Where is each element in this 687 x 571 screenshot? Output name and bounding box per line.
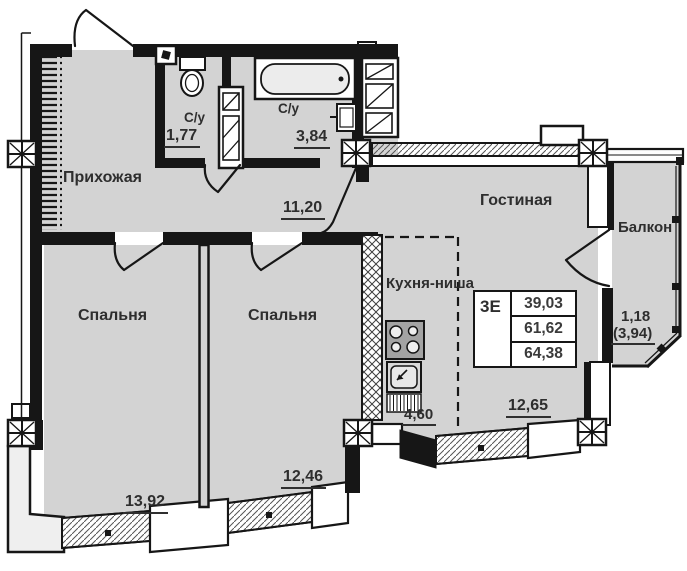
room-label-balcony: Балкон	[618, 219, 673, 236]
room-area-bedroom-1: 13,92	[123, 494, 169, 514]
living-top-wall	[357, 41, 585, 167]
vent-shaft-wc	[217, 85, 245, 170]
wardrobe	[42, 50, 62, 230]
room-label-hallway: Прихожая	[63, 169, 142, 186]
room-label-bedroom-2: Спальня	[248, 307, 318, 324]
living-side-window	[589, 361, 611, 426]
balcony-partition-window	[587, 162, 609, 228]
pilaster	[310, 480, 350, 530]
exterior-face-line	[20, 32, 31, 446]
bathtub-icon	[253, 56, 357, 101]
entry-door	[73, 8, 135, 48]
room-area-hallway: 11,20	[281, 200, 326, 220]
room-label-bedroom-1: Спальня	[78, 307, 148, 324]
pilaster-bump	[539, 124, 585, 147]
room-area-living: 12,65	[506, 398, 552, 418]
room-area-kitchen: 4,60	[402, 407, 437, 426]
stove-icon	[385, 320, 425, 360]
pilaster	[370, 422, 404, 446]
bathroom-door	[319, 166, 358, 235]
washbasin-icon	[330, 103, 357, 132]
room-area-bedroom-2: 12,46	[281, 469, 327, 489]
door-swings	[73, 8, 611, 288]
kitchen-niche-boundary	[385, 235, 460, 430]
balcony-door	[564, 228, 611, 288]
bedroom-divider-wall	[198, 243, 210, 509]
area-value-apartment: 61,62	[512, 317, 575, 343]
unit-type-label: 3Е	[475, 292, 512, 366]
pilaster	[526, 418, 582, 460]
wc-door	[203, 163, 242, 194]
room-area-balcony-unreduced: (3,94)	[611, 326, 656, 345]
door-pivot-block	[154, 44, 178, 66]
room-label-bathroom: С/у	[278, 101, 300, 116]
bedroom-2-door	[250, 241, 304, 272]
balcony-glazing	[587, 147, 685, 426]
room-area-wc: 1,77	[164, 128, 201, 148]
room-label-kitchen: Кухня-ниша	[386, 275, 474, 292]
bedroom-1-door	[113, 241, 165, 272]
area-value-total: 64,38	[524, 345, 563, 363]
balcony-floor	[612, 162, 681, 366]
toilet-icon	[179, 56, 206, 97]
unit-info-table: 3Е 39,03 61,62 64,38	[473, 290, 577, 368]
room-area-bathroom: 3,84	[294, 129, 331, 149]
room-label-living: Гостиная	[480, 192, 553, 209]
area-value-living: 39,03	[512, 292, 575, 318]
kitchen-sink-icon	[386, 361, 422, 413]
room-label-wc: С/у	[184, 110, 206, 125]
room-area-balcony: 1,18	[621, 308, 651, 325]
vent-shaft-bathroom	[360, 56, 400, 139]
